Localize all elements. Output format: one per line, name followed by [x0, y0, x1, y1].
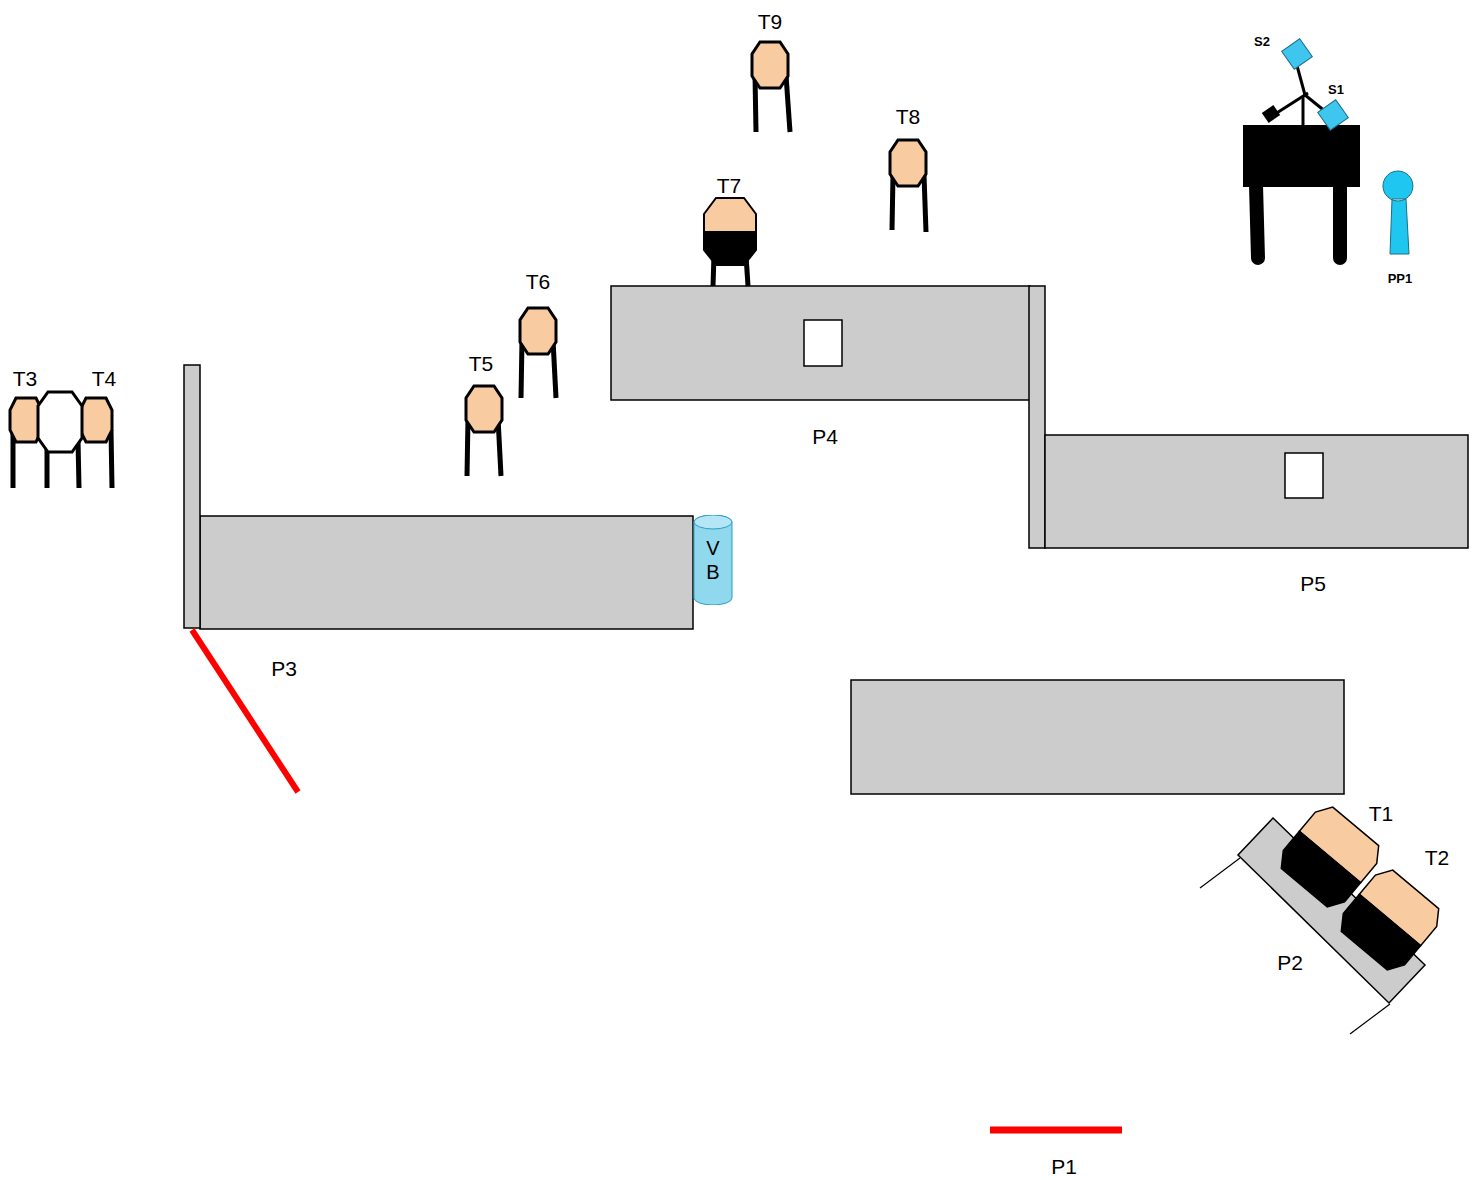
- red-line-p1: [990, 1127, 1122, 1134]
- node-text: V B: [706, 536, 720, 584]
- person-head: [38, 392, 82, 452]
- callout-label: PP1: [1388, 272, 1413, 286]
- callout-label: P3: [271, 657, 297, 680]
- callout-label: T8: [896, 105, 921, 128]
- panel-p5: [1045, 435, 1468, 548]
- callout-label: P1: [1051, 1155, 1077, 1178]
- panel-p3: [200, 516, 693, 629]
- callout-label: T6: [526, 270, 551, 293]
- side-panel: [184, 365, 200, 628]
- side-panel: [1029, 286, 1045, 548]
- callout-label: S2: [1254, 35, 1270, 49]
- red-line-p3: [192, 630, 298, 792]
- panel-p4: [611, 286, 1030, 400]
- callout-label: T4: [92, 367, 117, 390]
- callout-label: P4: [812, 425, 838, 448]
- person-head: [704, 198, 756, 265]
- callout-label: T2: [1425, 846, 1450, 869]
- pp1-microphone: [1383, 171, 1413, 254]
- callout-label: T9: [758, 10, 783, 33]
- panel: [851, 680, 1344, 794]
- window: [804, 320, 842, 366]
- person-legs: [13, 75, 926, 488]
- callout-label: P2: [1277, 951, 1303, 974]
- desk: [1243, 39, 1360, 258]
- person-head: [10, 42, 926, 442]
- seated-person: [1334, 864, 1447, 977]
- bench-line: [1200, 858, 1240, 888]
- callout-label: T7: [717, 174, 742, 197]
- window: [1285, 453, 1323, 498]
- bench-line: [1350, 1004, 1390, 1034]
- callout-label: P5: [1300, 572, 1326, 595]
- callout-label: T1: [1369, 802, 1394, 825]
- callout-label: T5: [469, 352, 494, 375]
- cylinder-shape: [693, 515, 733, 605]
- callout-label: S1: [1328, 83, 1344, 97]
- callout-label: T3: [13, 367, 38, 390]
- cylinder-node: V B: [693, 515, 733, 605]
